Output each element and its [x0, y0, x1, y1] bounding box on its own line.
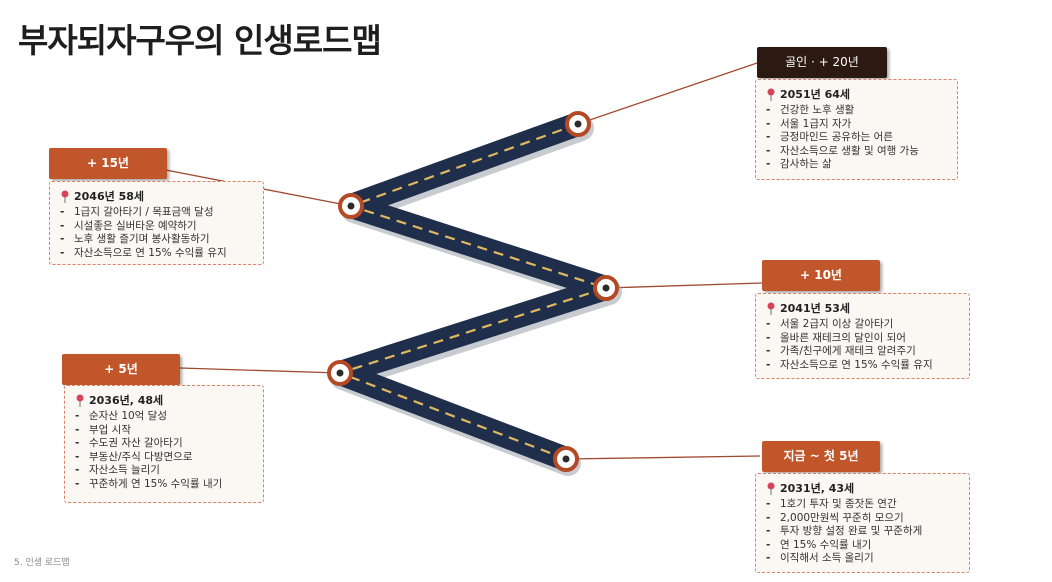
milestone-dot	[327, 360, 353, 386]
list-item: 부업 시작	[75, 424, 255, 438]
milestone-tag-5y: + 5년	[62, 354, 180, 385]
milestone-box-goal: 2051년 64세 건강한 노후 생활 서울 1급지 자가 긍정마인드 공유하는…	[755, 79, 958, 180]
milestone-tag-10y: + 10년	[762, 260, 880, 291]
road-dash	[338, 122, 608, 461]
list-item: 자산소득으로 연 15% 수익률 유지	[766, 359, 961, 373]
page-footer: 5. 인생 로드맵	[14, 558, 70, 568]
milestone-dots	[327, 111, 619, 472]
list-item: 1호기 투자 및 종잣돈 연간	[766, 498, 961, 512]
list-item: 서울 2급지 이상 갈아타기	[766, 318, 961, 332]
milestone-list: 서울 2급지 이상 갈아타기 올바른 재테크의 달인이 되어 가족/친구에게 재…	[766, 318, 961, 372]
pin-icon	[76, 394, 84, 407]
connector-line	[565, 455, 761, 460]
milestone-box-now: 2031년, 43세 1호기 투자 및 종잣돈 연간 2,000만원씩 꾸준히 …	[755, 473, 970, 573]
milestone-list: 1호기 투자 및 종잣돈 연간 2,000만원씩 꾸준히 모으기 투자 방향 설…	[766, 498, 961, 566]
list-item: 수도권 자산 갈아타기	[75, 437, 255, 451]
milestone-list: 1급지 갈아타기 / 목표금액 달성 시설좋은 실버타운 예약하기 노후 생활 …	[60, 206, 255, 260]
list-item: 시설좋은 실버타운 예약하기	[60, 220, 255, 234]
connector-line	[605, 282, 763, 289]
list-item: 감사하는 삶	[766, 158, 949, 172]
page-title: 부자되자구우의 인생로드맵	[18, 21, 382, 60]
list-item: 이직해서 소득 올리기	[766, 552, 961, 566]
milestone-heading: 2046년 58세	[74, 190, 144, 203]
list-item: 2,000만원씩 꾸준히 모으기	[766, 512, 961, 526]
list-item: 자산소득 늘리기	[75, 464, 255, 478]
milestone-heading: 2041년 53세	[780, 302, 850, 315]
pin-icon	[767, 482, 775, 495]
milestone-tag-now: 지금 ~ 첫 5년	[762, 441, 880, 472]
milestone-heading: 2036년, 48세	[89, 394, 164, 407]
connector-line	[179, 367, 341, 374]
list-item: 건강한 노후 생활	[766, 104, 949, 118]
connector-line	[577, 61, 761, 125]
list-item: 자산소득으로 생활 및 여행 가능	[766, 145, 949, 159]
list-item: 긍정마인드 공유하는 어른	[766, 131, 949, 145]
milestone-dot	[593, 275, 619, 301]
milestone-dot	[553, 446, 579, 472]
milestone-dot	[338, 193, 364, 219]
list-item: 부동산/주식 다방면으로	[75, 451, 255, 465]
milestone-tag-15y: + 15년	[49, 148, 167, 179]
list-item: 자산소득으로 연 15% 수익률 유지	[60, 247, 255, 261]
pin-icon	[767, 88, 775, 101]
list-item: 꾸준하게 연 15% 수익률 내기	[75, 478, 255, 492]
milestone-box-15y: 2046년 58세 1급지 갈아타기 / 목표금액 달성 시설좋은 실버타운 예…	[49, 181, 264, 265]
pin-icon	[767, 302, 775, 315]
list-item: 서울 1급지 자가	[766, 118, 949, 132]
milestone-list: 건강한 노후 생활 서울 1급지 자가 긍정마인드 공유하는 어른 자산소득으로…	[766, 104, 949, 172]
pin-icon	[61, 190, 69, 203]
milestone-heading: 2051년 64세	[780, 88, 850, 101]
list-item: 연 15% 수익률 내기	[766, 539, 961, 553]
list-item: 순자산 10억 달성	[75, 410, 255, 424]
milestone-heading: 2031년, 43세	[780, 482, 855, 495]
milestone-tag-goal: 골인 · + 20년	[757, 47, 887, 78]
road-body	[328, 112, 618, 471]
list-item: 노후 생활 즐기며 봉사활동하기	[60, 233, 255, 247]
list-item: 1급지 갈아타기 / 목표금액 달성	[60, 206, 255, 220]
list-item: 투자 방향 설정 완료 및 꾸준하게	[766, 525, 961, 539]
milestone-dot	[565, 111, 591, 137]
milestone-list: 순자산 10억 달성 부업 시작 수도권 자산 갈아타기 부동산/주식 다방면으…	[75, 410, 255, 491]
milestone-box-5y: 2036년, 48세 순자산 10억 달성 부업 시작 수도권 자산 갈아타기 …	[64, 385, 264, 503]
milestone-box-10y: 2041년 53세 서울 2급지 이상 갈아타기 올바른 재테크의 달인이 되어…	[755, 293, 970, 379]
list-item: 올바른 재테크의 달인이 되어	[766, 332, 961, 346]
list-item: 가족/친구에게 재테크 알려주기	[766, 345, 961, 359]
